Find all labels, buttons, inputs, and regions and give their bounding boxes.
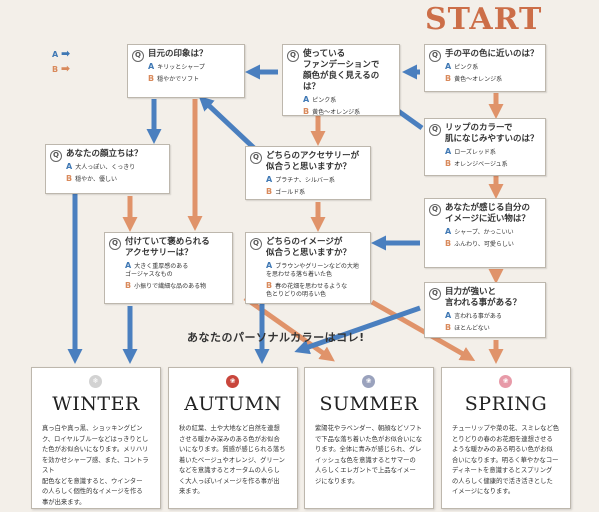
result-winter: ❄ WINTER 真っ白や真っ黒、ショッキングピン ク、ロイヤルブルーなどはっき… [31,367,161,509]
question-icon: Q [287,50,299,62]
result-winter-title: WINTER [52,393,140,415]
question-2-text: 使っている ファンデーションで 顔色が良く見えるのは？ [303,49,380,92]
question-icon: Q [109,238,121,250]
legend-b-label: B [52,65,59,74]
question-4-text: リップのカラーで 肌になじみやすいのは？ [445,123,539,144]
question-9-text: どちらのイメージが 似合うと思いますか？ [266,237,352,258]
blue-arrow-icon: ➡ [61,47,71,60]
arrow-q8-to-summer [243,295,335,362]
question-icon: Q [429,288,441,300]
question-icon: Q [429,50,441,62]
result-summer-desc: 紫陽花やラベンダー、朝顔などソフト で下品な落ち着いた色がお似合いにな ります。… [315,425,423,485]
question-icon: Q [250,238,262,250]
result-summer: ❀ SUMMER 紫陽花やラベンダー、朝顔などソフト で下品な落ち着いた色がお似… [304,367,434,509]
question-icon: Q [250,152,262,164]
result-spring-desc: チューリップや菜の花、スミレなど色 とりどりの春のお花畑を連想させる ような暖か… [452,425,560,495]
question-icon: Q [429,124,441,136]
question-1-text: 手の平の色に近いのは？ [445,49,539,59]
result-winter-desc: 真っ白や真っ黒、ショッキングピン ク、ロイヤルブルーなどはっきりとし た色がお似… [42,425,149,506]
autumn-badge-icon: ❀ [226,375,239,388]
question-6-text: どちらのアクセサリーが 似合うと思いますか？ [266,151,360,172]
start-title: START [425,2,543,37]
question-7-text: あなたが感じる自分の イメージに近い物は？ [445,203,531,224]
result-banner: あなたのパーソナルカラーはコレ! [187,331,365,344]
result-autumn-title: AUTUMN [184,393,282,415]
legend-a-label: A [52,50,59,59]
result-autumn-desc: 秋の紅葉、土や大地など自然を連想 させる暖かみ深みのある色がお似合 いになります… [179,425,286,495]
arrow-q6-to-q3 [198,95,256,150]
question-10-text: 目力が強いと 言われる事がある？ [445,287,522,308]
spring-badge-icon: ❀ [499,375,512,388]
orange-arrow-icon: ➡ [60,62,71,75]
legend-b: B ➡ [52,62,70,75]
question-icon: Q [50,150,62,162]
winter-badge-icon: ❄ [89,375,102,388]
result-summer-title: SUMMER [319,393,419,415]
result-autumn: ❀ AUTUMN 秋の紅葉、土や大地など自然を連想 させる暖かみ深みのある色がお… [168,367,298,509]
question-3-text: 目元の印象は？ [148,49,208,59]
question-icon: Q [132,50,144,62]
result-spring: ❀ SPRING チューリップや菜の花、スミレなど色 とりどりの春のお花畑を連想… [441,367,571,509]
question-5-text: あなたの顔立ちは？ [66,149,143,159]
arrow-q9-to-spring [370,299,476,361]
question-8-text: 付けていて褒められる アクセサリーは？ [125,237,210,258]
legend-a: A ➡ [52,47,70,60]
arrow-q10-to-autumn [294,305,421,355]
question-icon: Q [429,204,441,216]
summer-badge-icon: ❀ [362,375,375,388]
result-spring-title: SPRING [464,393,548,415]
